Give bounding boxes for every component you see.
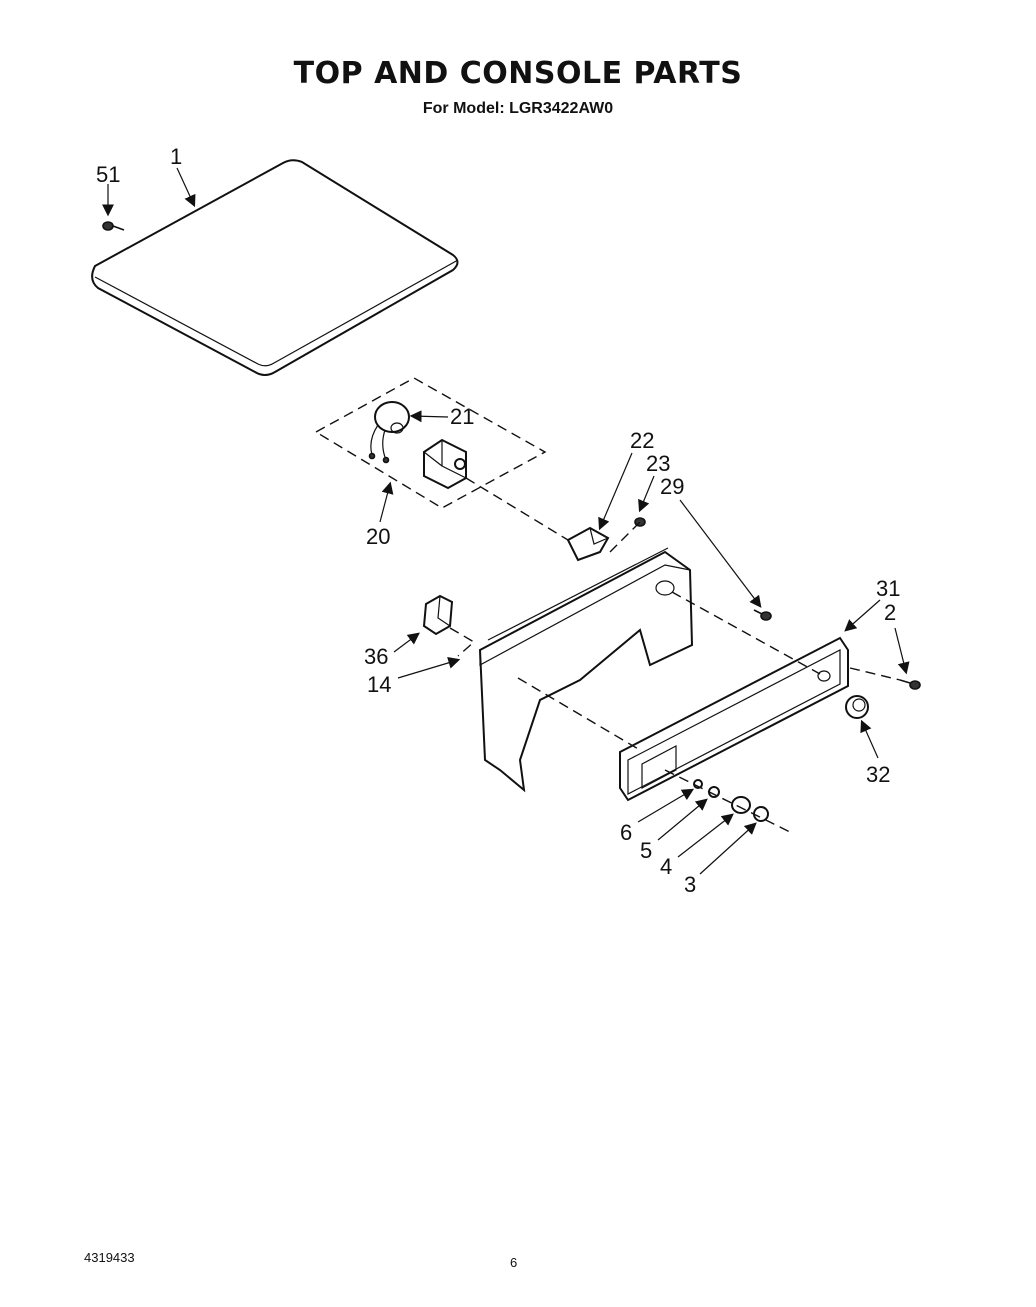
callout-36: 36: [364, 644, 388, 669]
callout-20: 20: [366, 524, 390, 549]
callout-2: 2: [884, 600, 896, 625]
callout-31: 31: [876, 576, 900, 601]
assembly-line: [449, 627, 476, 657]
callout-4: 4: [660, 854, 672, 879]
top-panel: [91, 159, 459, 376]
timer-kit-outline: [314, 377, 547, 509]
assembly-line: [849, 667, 901, 681]
assembly-line: [465, 477, 569, 541]
assembly-line: [664, 769, 791, 833]
callout-3: 3: [684, 872, 696, 897]
callout-1: 1: [170, 144, 182, 169]
control-panel-31: [619, 636, 849, 802]
assembly-line: [671, 591, 821, 675]
knob-32: [845, 695, 869, 719]
callout-22: 22: [630, 428, 654, 453]
assembly-line: [517, 677, 641, 751]
timer-motor-21: [368, 401, 410, 464]
callout-51: 51: [96, 162, 120, 187]
callout-14: 14: [367, 672, 391, 697]
timer-body: [423, 438, 467, 490]
document-number: 4319433: [84, 1250, 135, 1265]
callout-32: 32: [866, 762, 890, 787]
callout-23: 23: [646, 451, 670, 476]
callout-6: 6: [620, 820, 632, 845]
callout-29: 29: [660, 474, 684, 499]
hardware-4: [731, 796, 751, 814]
switch-22: [566, 526, 610, 562]
callout-21: 21: [450, 404, 474, 429]
screw-29: [753, 609, 772, 621]
screw-51: [102, 221, 125, 231]
screw-2: [899, 679, 921, 690]
console-housing-14: [478, 547, 694, 793]
callout-5: 5: [640, 838, 652, 863]
page-title: TOP AND CONSOLE PARTS: [293, 56, 743, 91]
page-number: 6: [510, 1255, 518, 1270]
hardware-3: [753, 806, 769, 822]
model-subtitle: For Model: LGR3422AW0: [422, 100, 614, 117]
switch-36: [422, 594, 454, 636]
assembly-line: [609, 521, 641, 553]
